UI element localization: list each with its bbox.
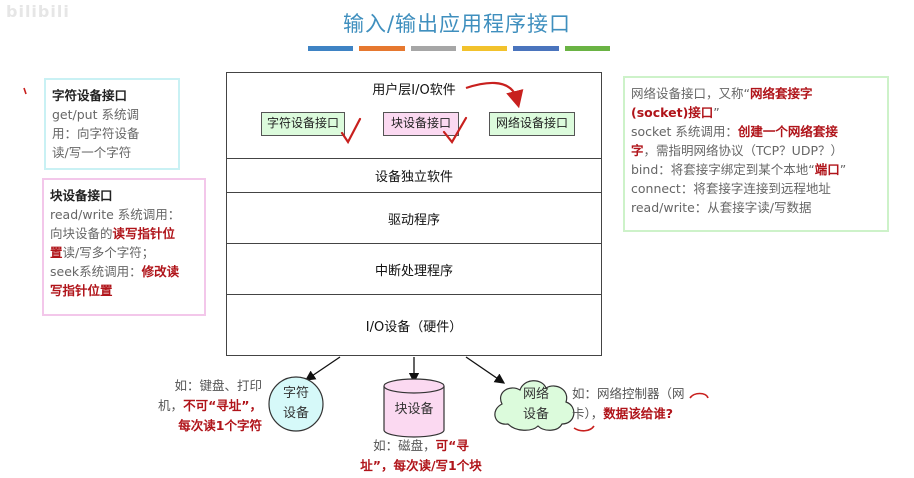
- net-note-line: 字，需指明网络协议（TCP？UDP？）: [631, 141, 881, 160]
- char-interface-label: 字符设备接口: [266, 116, 339, 130]
- arrow-to-net-device: [465, 356, 506, 384]
- char-device-example: 如：键盘、打印 机，不可“寻址”， 每次读1个字符: [136, 376, 262, 436]
- hardware-label: I/O设备（硬件）: [365, 319, 463, 335]
- arrow-to-char-device: [304, 356, 341, 381]
- block-example-line: 址”，每次读/写1个块: [360, 458, 482, 473]
- color-bar-segment: [564, 46, 610, 51]
- net-note-text: ”: [839, 162, 847, 177]
- block-interface-note: 块设备接口 read/write 系统调用： 向块设备的读写指针位 置读/写多个…: [42, 178, 206, 316]
- color-bar-segment: [461, 46, 508, 51]
- char-example-line: 每次读1个字符: [178, 418, 262, 433]
- block-example-text: 如：磁盘，: [373, 438, 436, 453]
- char-interface-note: 字符设备接口 get/put 系统调 用：向字符设备 读/写一个字符: [44, 78, 180, 170]
- net-note-line: bind：将套接字绑定到某个本地“端口”: [631, 160, 881, 179]
- net-note-line: 网络设备接口，又称“网络套接字: [631, 84, 881, 103]
- hardware-layer: I/O设备（硬件）: [227, 295, 601, 355]
- net-example-highlight: 数据该给谁?: [603, 406, 674, 421]
- interrupt-label: 中断处理程序: [374, 263, 453, 279]
- watermark-logo: bilibili: [6, 2, 70, 21]
- char-note-line: get/put 系统调: [52, 107, 139, 122]
- block-interface-label: 块设备接口: [390, 116, 451, 130]
- char-device-label: 字符 设备: [269, 384, 323, 424]
- char-device-text: 字符: [282, 386, 309, 401]
- user-layer-label: 用户层I/O软件: [372, 83, 456, 98]
- io-software-stack: 用户层I/O软件 字符设备接口 块设备接口 网络设备接口 设备独立软件 驱动程序…: [226, 72, 602, 356]
- char-example-line: 机，不可“寻址”，: [136, 396, 262, 416]
- net-note-highlight: 端口: [814, 162, 840, 177]
- block-interface-box: 块设备接口: [383, 112, 459, 136]
- net-device-text: 网络: [522, 387, 549, 402]
- char-example-text: 机，: [158, 398, 184, 413]
- net-note-text: 网络设备接口，又称“: [631, 86, 750, 101]
- char-note-heading: 字符设备接口: [52, 88, 128, 103]
- device-independent-label: 设备独立软件: [374, 170, 453, 185]
- page-title: 输入/输出应用程序接口: [342, 12, 572, 36]
- net-note-line: connect：将套接字连接到远程地址: [631, 181, 831, 196]
- user-layer: 用户层I/O软件: [227, 73, 601, 159]
- net-device-example: 如：网络控制器（网 卡），数据该给谁?: [572, 384, 722, 424]
- color-bar-segment: [513, 46, 559, 51]
- net-example-text: 卡），: [572, 406, 604, 421]
- net-interface-label: 网络设备接口: [495, 116, 568, 130]
- block-note-highlight: 修改读: [141, 264, 180, 279]
- stray-mark: [23, 87, 27, 95]
- color-bar-segment: [308, 46, 354, 51]
- net-note-highlight: 创建一个网络套接: [737, 124, 838, 139]
- driver-label: 驱动程序: [387, 212, 440, 228]
- color-bar-segment: [410, 46, 456, 51]
- block-note-line: seek系统调用：修改读: [50, 262, 198, 281]
- net-interface-note: 网络设备接口，又称“网络套接字 (socket)接口” socket 系统调用：…: [623, 76, 889, 232]
- block-note-line: 写指针位置: [50, 283, 113, 298]
- char-example-line: 如：键盘、打印: [174, 378, 262, 393]
- net-note-line: (socket)接口”: [631, 103, 881, 122]
- net-note-highlight: 字: [631, 143, 644, 158]
- block-device-example: 如：磁盘，可“寻 址”，每次读/写1个块: [336, 436, 506, 476]
- device-independent-layer: 设备独立软件: [227, 159, 601, 193]
- net-device-label: 网络 设备: [506, 385, 566, 425]
- block-note-line: read/write 系统调用：: [50, 207, 181, 222]
- color-bar-segment: [359, 46, 405, 51]
- underline-mark: [573, 425, 595, 432]
- char-note-line: 读/写一个字符: [52, 145, 132, 160]
- net-note-line: socket 系统调用：创建一个网络套接: [631, 122, 881, 141]
- block-note-highlight: 读写指针位: [112, 226, 176, 241]
- net-note-text: bind：将套接字绑定到某个本地“: [631, 162, 815, 177]
- block-note-line: 向块设备的读写指针位: [50, 224, 198, 243]
- char-example-highlight: 不可“寻址”，: [183, 398, 262, 413]
- char-interface-box: 字符设备接口: [261, 112, 345, 136]
- net-note-text: socket 系统调用：: [631, 124, 738, 139]
- block-device-label: 块设备: [394, 402, 434, 417]
- interrupt-layer: 中断处理程序: [227, 244, 601, 295]
- block-note-text: 读/写多个字符；: [62, 245, 155, 260]
- net-note-highlight: (socket)接口: [631, 105, 714, 120]
- net-note-highlight: 网络套接字: [749, 86, 813, 101]
- block-note-heading: 块设备接口: [50, 188, 113, 203]
- char-device-text: 设备: [282, 406, 309, 421]
- net-device-text: 设备: [522, 407, 549, 422]
- net-example-line: 如：网络控制器（网: [572, 386, 685, 401]
- block-example-highlight: 可“寻: [435, 438, 469, 453]
- driver-layer: 驱动程序: [227, 193, 601, 244]
- block-note-text: seek系统调用：: [50, 264, 142, 279]
- net-interface-box: 网络设备接口: [489, 112, 575, 136]
- title-color-bar: [308, 46, 610, 51]
- net-note-text: ”: [713, 105, 720, 120]
- block-example-line: 如：磁盘，可“寻: [336, 436, 506, 456]
- block-note-highlight: 置: [50, 245, 63, 260]
- block-note-line: 置读/写多个字符；: [50, 243, 198, 262]
- char-note-line: 用：向字符设备: [52, 126, 140, 141]
- net-note-line: read/write：从套接字读/写数据: [631, 200, 812, 215]
- net-example-line: 卡），数据该给谁?: [572, 404, 722, 424]
- net-note-text: ，需指明网络协议（TCP？UDP？）: [643, 143, 843, 158]
- block-note-text: 向块设备的: [50, 226, 113, 241]
